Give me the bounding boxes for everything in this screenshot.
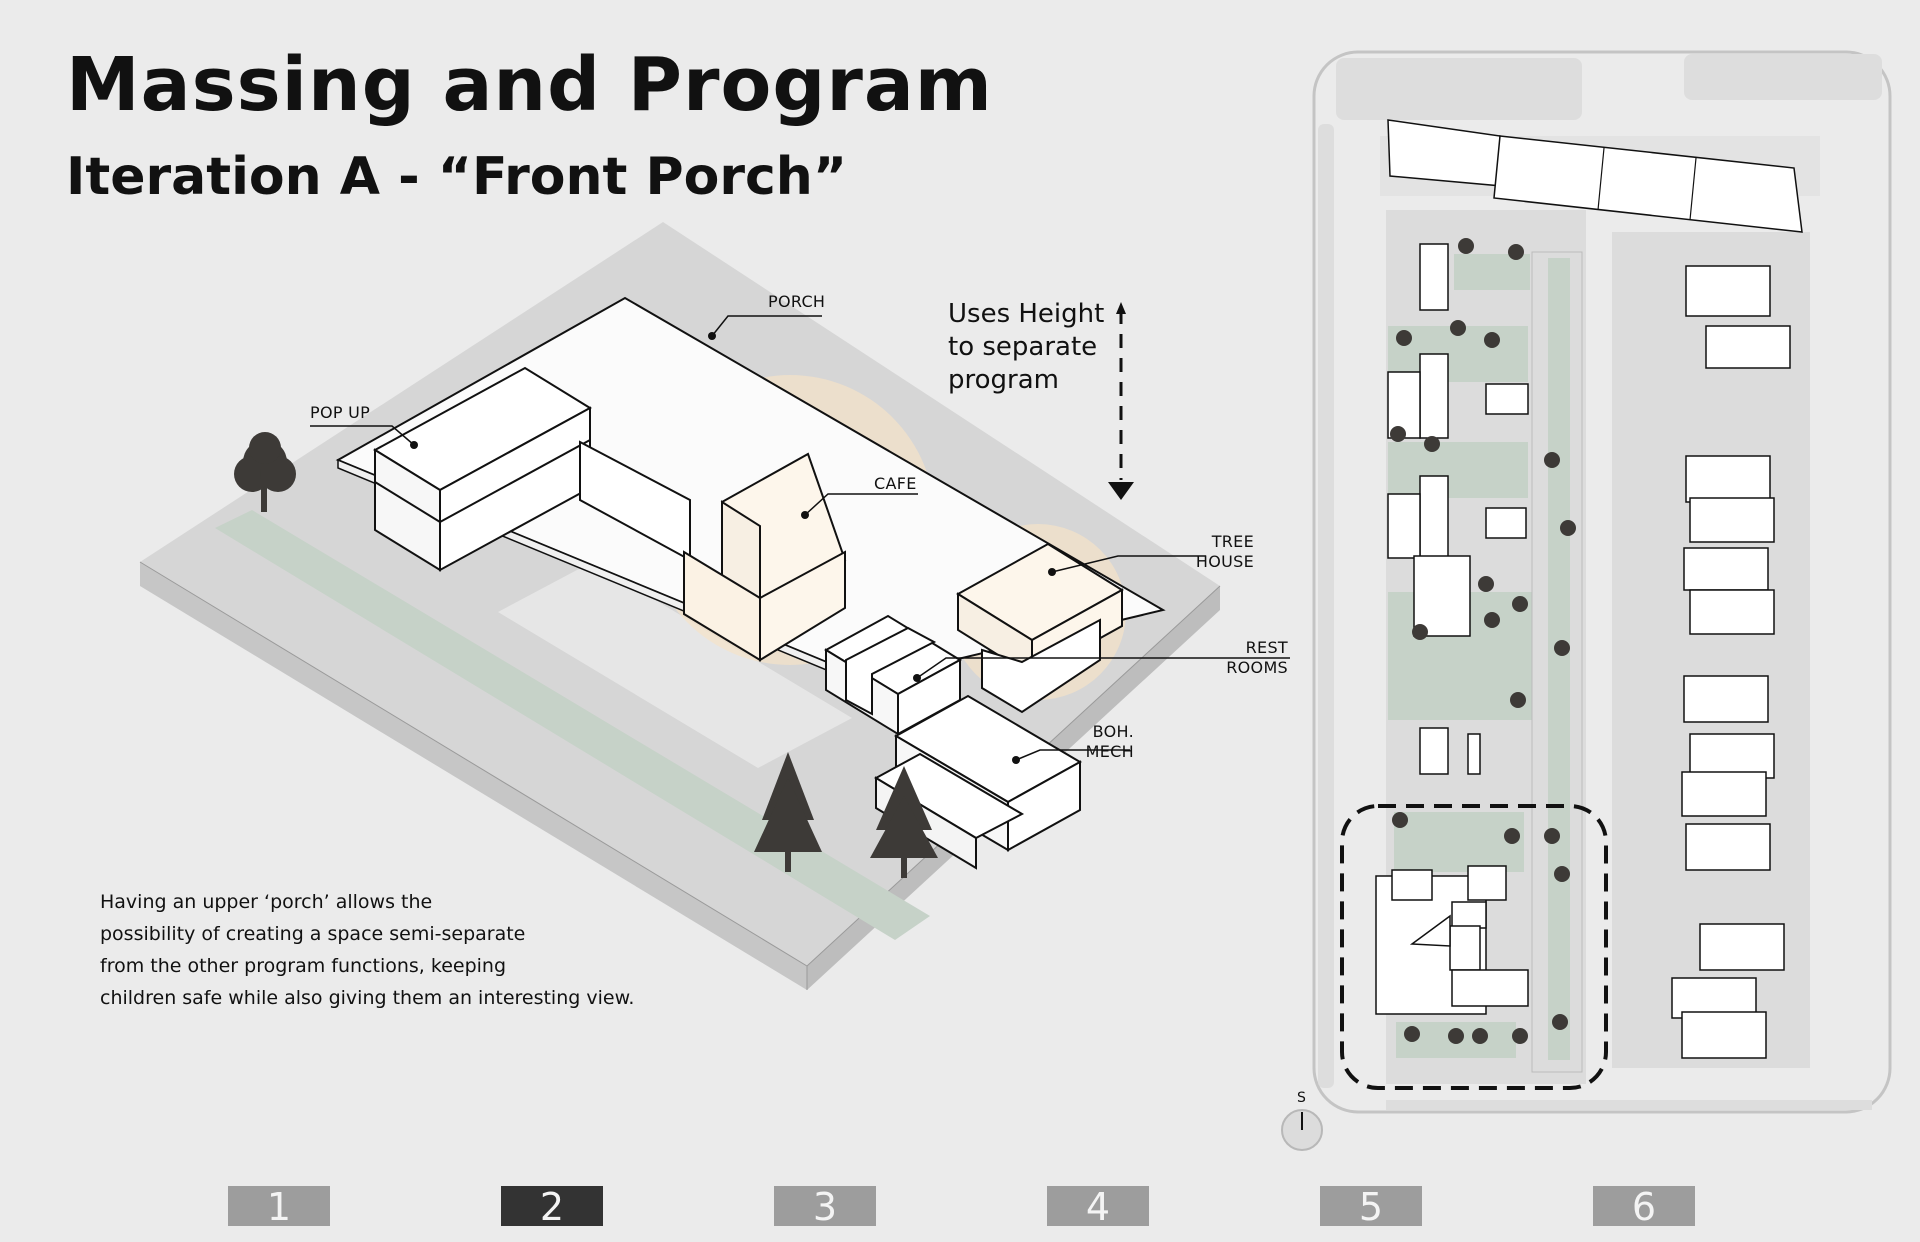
tree-round-icon	[234, 432, 296, 512]
compass-icon	[1281, 1109, 1323, 1151]
compass-label: S	[1297, 1090, 1306, 1106]
height-note-line: program	[948, 365, 1059, 395]
label-line: TREE	[1211, 532, 1254, 551]
page-subtitle: Iteration A - “Front Porch”	[66, 147, 847, 207]
courtyard	[498, 562, 852, 768]
height-arrow-icon	[1108, 302, 1134, 500]
page-button-3[interactable]: 3	[774, 1186, 876, 1228]
description-line: Having an upper ‘porch’ allows the	[100, 891, 433, 913]
label-line: MECH	[1085, 742, 1134, 761]
page-title: Massing and Program	[66, 42, 993, 128]
site-plan-frame	[1312, 50, 1892, 1114]
site-boundary	[1340, 804, 1608, 1090]
page-button-4[interactable]: 4	[1047, 1186, 1149, 1228]
page-button-2[interactable]: 2	[501, 1186, 603, 1228]
label-line: REST	[1245, 638, 1288, 657]
page-button-5[interactable]: 5	[1320, 1186, 1422, 1228]
label-cafe: CAFE	[874, 474, 917, 493]
label-pop-up: POP UP	[310, 403, 371, 422]
description-line: children safe while also giving them an …	[100, 987, 635, 1009]
pine-tree-icon	[754, 752, 822, 872]
label-line: ROOMS	[1226, 658, 1288, 677]
description-line: from the other program functions, keepin…	[100, 955, 507, 977]
green-strip	[215, 510, 930, 940]
pine-tree-icon	[870, 766, 938, 878]
page-button-1[interactable]: 1	[228, 1186, 330, 1228]
label-porch: PORCH	[768, 292, 826, 311]
height-note-line: to separate	[948, 332, 1098, 362]
height-note-line: Uses Height	[948, 299, 1105, 329]
page-button-6[interactable]: 6	[1593, 1186, 1695, 1228]
label-line: HOUSE	[1195, 552, 1254, 571]
site-slab-front	[140, 562, 807, 990]
label-boh-mech: BOH. MECH	[1038, 722, 1134, 762]
description-line: possibility of creating a space semi-sep…	[100, 923, 526, 945]
description: Having an upper ‘porch’ allows the possi…	[100, 886, 720, 1014]
label-tree-house: TREE HOUSE	[1148, 532, 1254, 572]
height-note: Uses Height to separate program	[948, 298, 1104, 397]
label-rest-rooms: REST ROOMS	[1180, 638, 1288, 678]
label-line: BOH.	[1092, 722, 1134, 741]
